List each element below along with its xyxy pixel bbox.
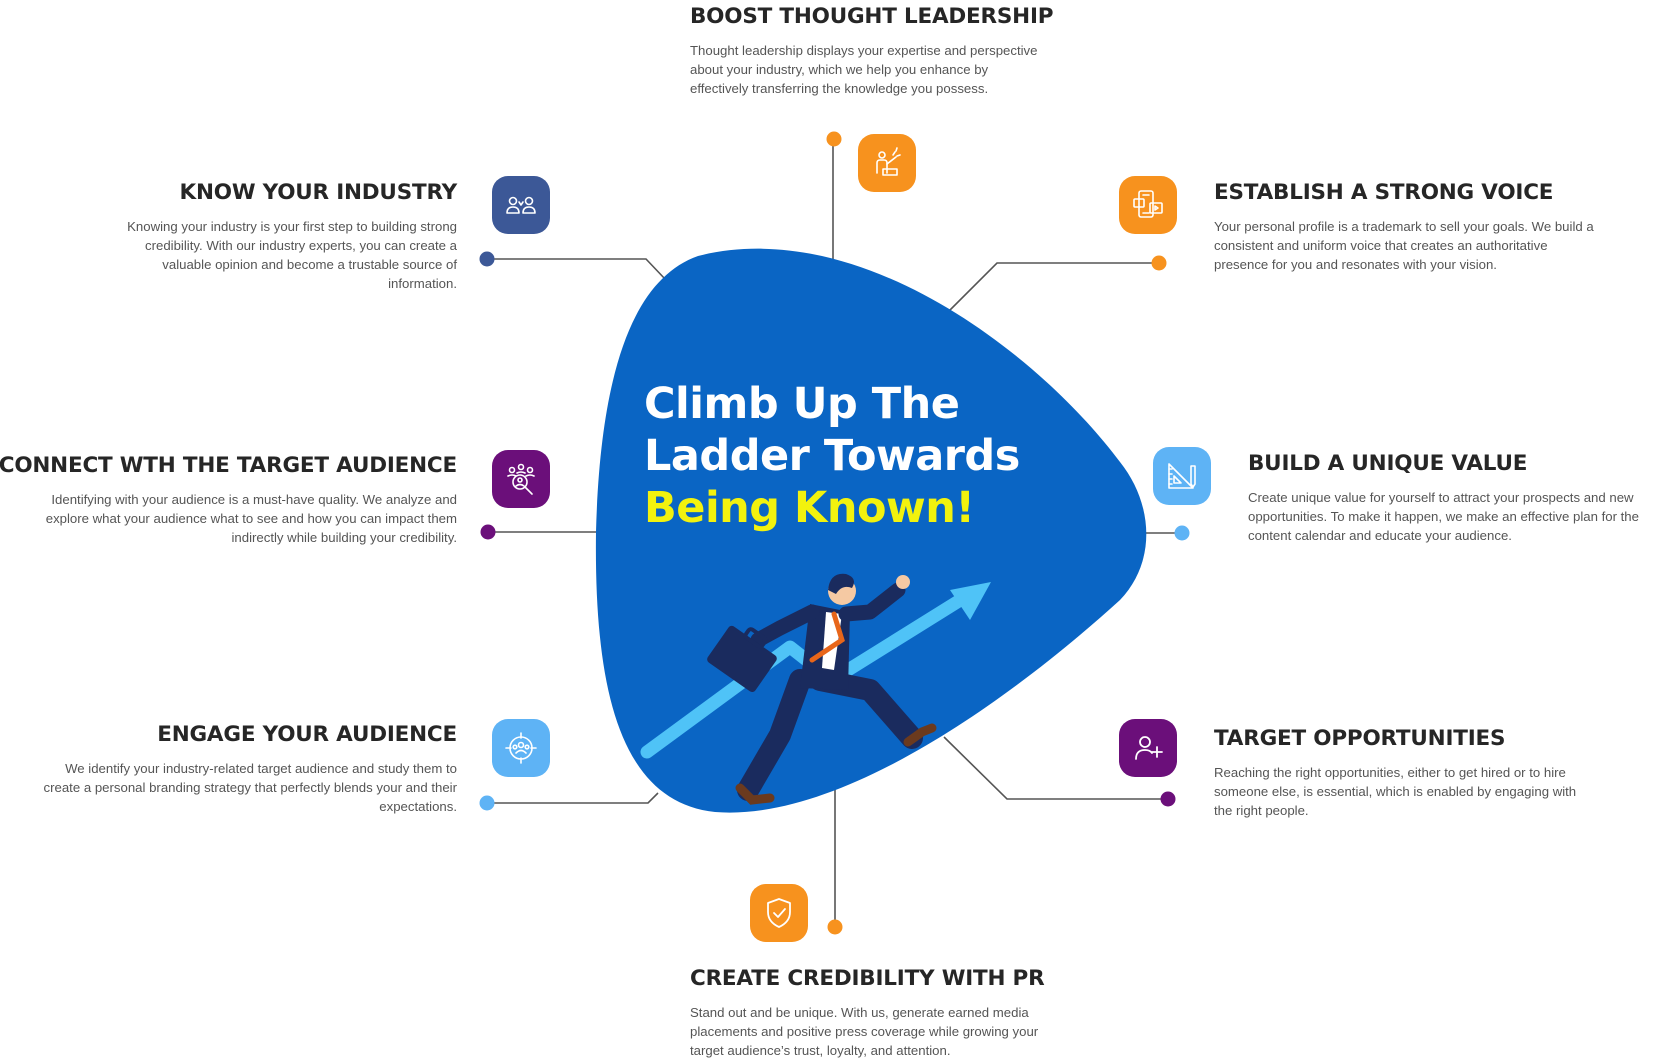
dot-boost (826, 131, 842, 147)
section-text: Stand out and be unique. With us, genera… (690, 1005, 1039, 1058)
devices-icon (1119, 176, 1177, 234)
headline-line-3: Being Known! (644, 483, 975, 533)
dot-unique (1174, 525, 1190, 541)
dot-engage (479, 795, 495, 811)
section-title: KNOW YOUR INDUSTRY (179, 180, 457, 205)
headline-line-2: Ladder Towards (644, 431, 1020, 481)
section-title: ESTABLISH A STRONG VOICE (1214, 180, 1554, 205)
section-title: ENGAGE YOUR AUDIENCE (157, 722, 457, 747)
section-title: BOOST THOUGHT LEADERSHIP (690, 4, 1054, 29)
headline-line-1: Climb Up The (644, 379, 960, 429)
section-title: CREATE CREDIBILITY WITH PR (690, 966, 1045, 991)
section-title: BUILD A UNIQUE VALUE (1248, 451, 1528, 476)
connector-target (943, 736, 1168, 800)
connector-lines (486, 139, 1180, 927)
section-text: Your personal profile is a trademark to … (1214, 219, 1594, 272)
section-text: Identifying with your audience is a must… (45, 492, 457, 545)
section-title: TARGET OPPORTUNITIES (1214, 726, 1506, 751)
section-text: We identify your industry-related target… (43, 761, 457, 814)
section-text: Thought leadership displays your experti… (690, 43, 1038, 96)
section-text: Create unique value for yourself to attr… (1248, 490, 1639, 543)
presenter-icon (858, 134, 916, 192)
section-text: Reaching the right opportunities, either… (1214, 765, 1577, 818)
connector-engage (486, 792, 659, 804)
dot-credibility (827, 919, 843, 935)
dot-know (479, 251, 495, 267)
shield-check-icon (750, 884, 808, 942)
connector-know (486, 258, 666, 280)
design-tools-icon (1153, 447, 1211, 505)
headline: Climb Up The Ladder Towards Being Known! (644, 378, 1020, 534)
people-compare-icon (492, 176, 550, 234)
section-title: CONNECT WTH THE TARGET AUDIENCE (0, 453, 457, 478)
section-text: Knowing your industry is your first step… (127, 219, 457, 291)
dot-voice (1151, 255, 1167, 271)
audience-search-icon (492, 450, 550, 508)
dot-connect (480, 524, 496, 540)
dot-target (1160, 791, 1176, 807)
add-user-icon (1119, 719, 1177, 777)
connector-voice (934, 262, 1156, 326)
target-audience-icon (492, 719, 550, 777)
businessman-illustration (707, 573, 937, 805)
